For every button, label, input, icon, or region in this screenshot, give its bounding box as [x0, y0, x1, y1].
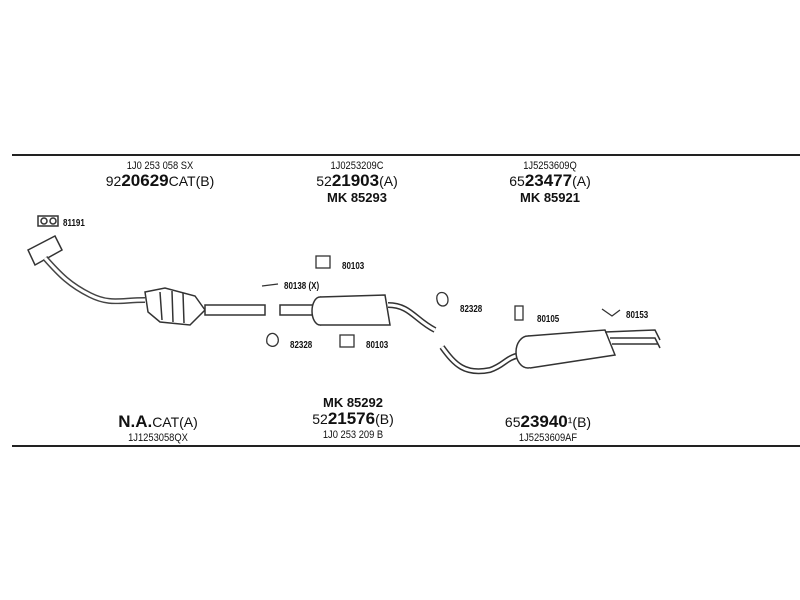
part-number: 23477 — [524, 171, 573, 191]
mounting-kit: MK 85921 — [520, 189, 580, 205]
accessory-80103-b: 80103 — [366, 340, 389, 351]
part-number: N.A. — [118, 412, 153, 431]
accessory-80105: 80105 — [537, 314, 560, 325]
part-label-middle-silencer: 1J0253209C 5221903(A) MK 85293 — [316, 160, 398, 205]
prefix: 65 — [504, 414, 521, 430]
clamp-icon — [266, 291, 449, 347]
part-label-middle-alt: MK 85292 5221576(B) 1J0 253 209 B — [312, 395, 394, 441]
bracket-icon — [261, 283, 621, 317]
part-label-front-pipe-cat: 1J0 253 058 SX 9220629CAT(B) — [106, 160, 214, 191]
accessory-80153: 80153 — [626, 310, 649, 321]
accessory-82328: 82328 — [290, 340, 313, 351]
suffix: CAT(B) — [168, 173, 215, 190]
part-label-cat-alt: N.A.CAT(A) 1J1253058QX — [118, 412, 198, 444]
accessory-81191: 81191 — [63, 218, 85, 229]
mounting-kit: MK 85292 — [323, 395, 383, 410]
oe-number: 1J1253058QX — [128, 431, 188, 444]
top-divider — [12, 154, 800, 156]
part-number: 21903 — [331, 171, 380, 191]
suffix: (A) — [379, 173, 398, 190]
part-label-rear-alt: 6523940¹(B) 1J5253609AF — [504, 412, 592, 444]
part-number: 21576 — [327, 409, 376, 429]
mounting-kit: MK 85293 — [327, 189, 387, 205]
middle-silencer — [279, 294, 437, 333]
prefix: 65 — [509, 173, 525, 190]
suffix: CAT(A) — [152, 414, 198, 430]
suffix: (B) — [375, 411, 394, 428]
prefix: 52 — [316, 173, 332, 190]
accessory-82328-b: 82328 — [460, 304, 483, 315]
rear-silencer — [439, 329, 661, 375]
part-label-rear-silencer: 1J5253609Q 6523477(A) MK 85921 — [509, 160, 591, 205]
suffix: ¹(B) — [567, 414, 592, 430]
gasket-icon — [37, 215, 59, 227]
oe-number: 1J5253609AF — [518, 431, 578, 444]
accessory-80103: 80103 — [342, 261, 365, 272]
oe-number: 1J0 253 209 B — [322, 428, 384, 441]
oe-number: 1J0 253 058 SX — [126, 160, 194, 172]
suffix: (A) — [572, 173, 591, 190]
accessory-80138: 80138 (X) — [284, 281, 320, 292]
rubber-mount-icon — [315, 255, 524, 348]
oe-number: 1J0253209C — [330, 160, 384, 172]
oe-number: 1J5253609Q — [523, 160, 577, 172]
part-number: 20629 — [121, 171, 169, 191]
front-pipe-catalyst — [27, 234, 266, 326]
prefix: 52 — [312, 411, 328, 428]
part-number: 23940 — [520, 412, 568, 431]
prefix: 92 — [105, 173, 122, 190]
bottom-divider — [12, 445, 800, 447]
